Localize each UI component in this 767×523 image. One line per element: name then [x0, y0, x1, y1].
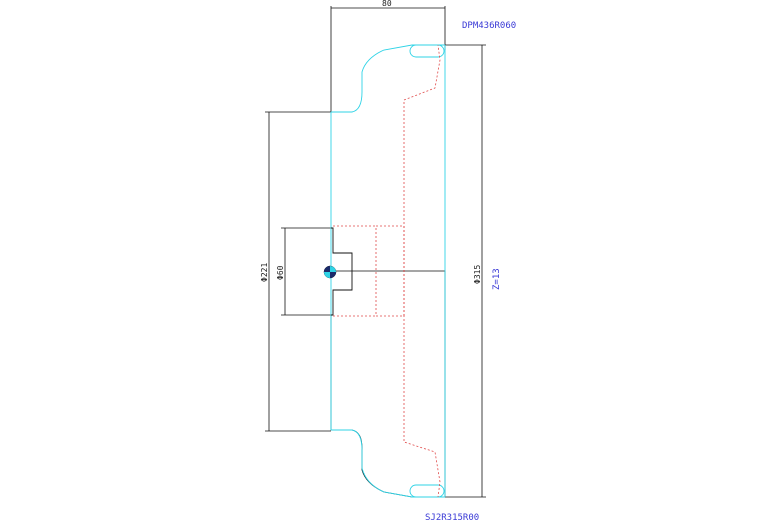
center-mark-quadrant-4 — [324, 266, 330, 272]
bottom-slot — [409, 484, 445, 498]
dim-221-text: Φ221 — [260, 263, 269, 282]
teeth-count-label: Z=13 — [492, 268, 502, 290]
center-mark-quadrant-1 — [330, 266, 336, 272]
dimension-lines — [265, 6, 486, 498]
body-outline-lower — [330, 270, 446, 498]
hub-step — [331, 227, 353, 316]
hub-profile — [331, 227, 353, 316]
part-label-top: DPM436R060 — [462, 21, 516, 31]
hidden-lines — [333, 44, 441, 498]
dim-315-text: Φ315 — [473, 265, 482, 284]
hidden-bottom-profile — [403, 315, 441, 498]
part-label-bottom: SJ2R315R00 — [425, 513, 479, 523]
dim-60-text: Φ60 — [276, 265, 285, 280]
top-slot — [409, 44, 445, 58]
dim-80-text: 80 — [382, 0, 392, 8]
center-mark-icon — [323, 265, 337, 279]
outline-bottom-profile — [331, 429, 445, 498]
outline-top-profile — [331, 44, 445, 113]
center-mark-quadrant-2 — [324, 272, 330, 278]
hidden-top-profile — [403, 44, 441, 228]
center-mark-quadrant-3 — [330, 272, 336, 278]
